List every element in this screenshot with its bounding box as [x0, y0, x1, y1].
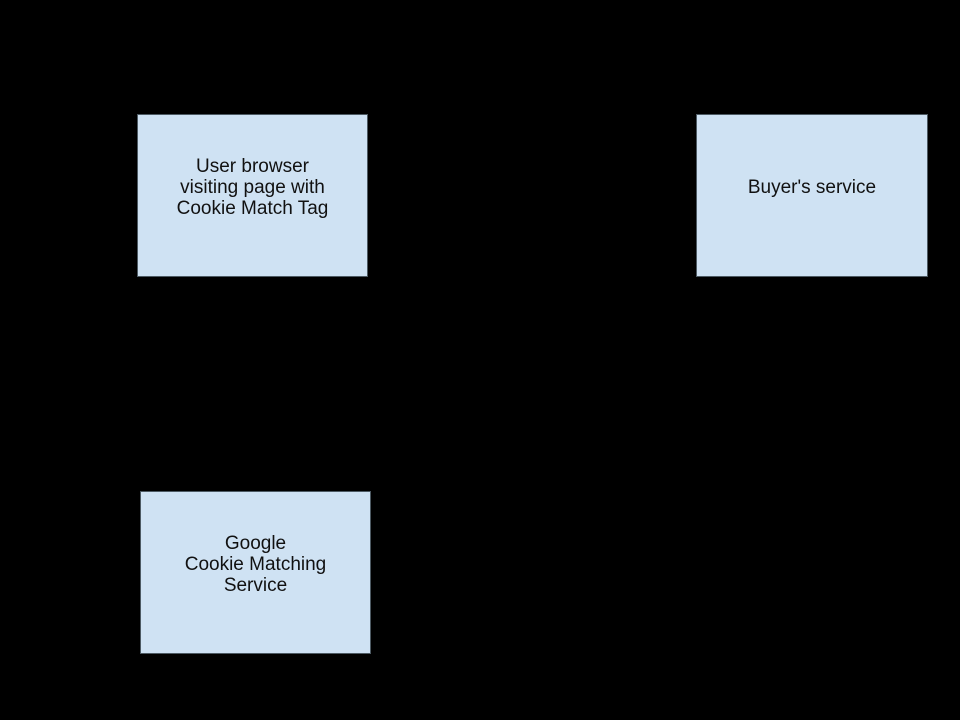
label-line: Service — [223, 574, 288, 596]
label-line: Google — [224, 532, 287, 554]
node-google-cookie-matching-service: Google Cookie Matching Service — [140, 491, 371, 654]
node-user-browser: User browser visiting page with Cookie M… — [137, 114, 368, 277]
label-line: Buyer's service — [747, 176, 877, 198]
label-line: User browser — [196, 155, 309, 177]
node-buyers-service-label: Buyer's service — [697, 177, 927, 198]
node-google-cookie-matching-service-label: Google Cookie Matching Service — [141, 533, 370, 596]
node-user-browser-label: User browser visiting page with Cookie M… — [138, 156, 367, 219]
label-line: visiting page with — [180, 176, 325, 198]
label-line: Cookie Matching — [184, 553, 327, 575]
node-buyers-service: Buyer's service — [696, 114, 928, 277]
label-line: Cookie Match Tag — [176, 197, 329, 219]
